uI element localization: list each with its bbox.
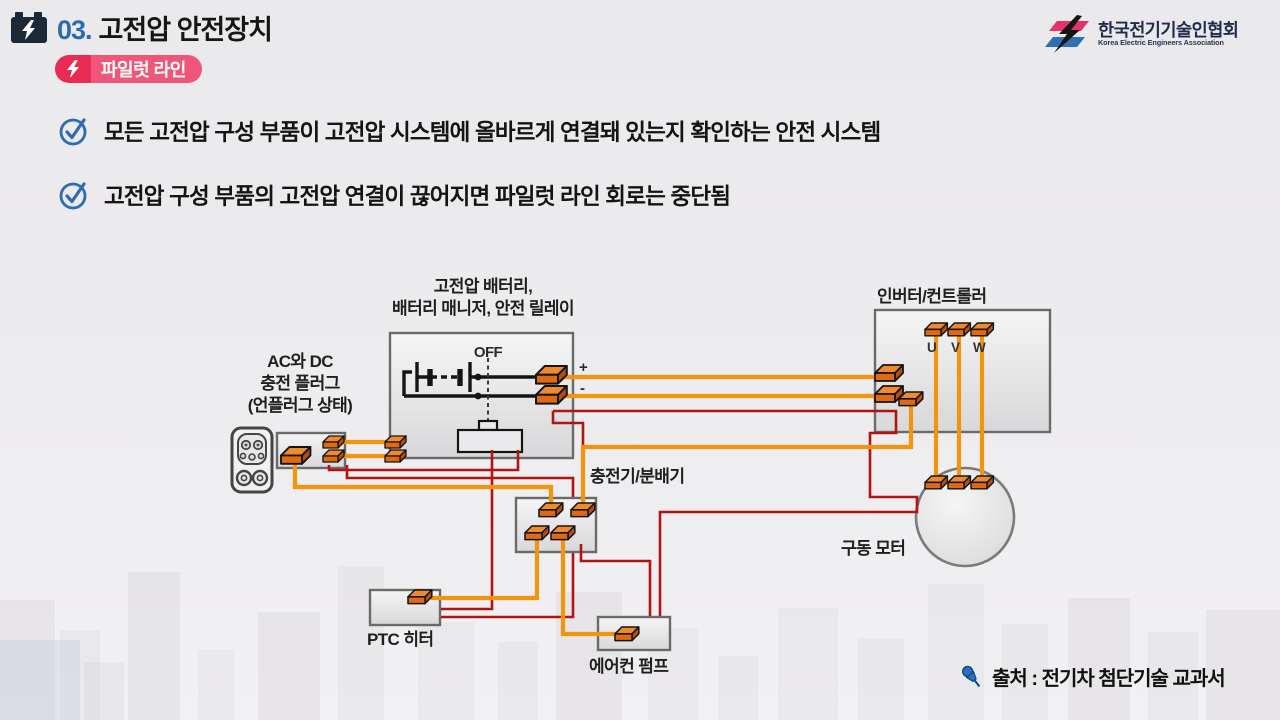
pilot-wire-plug-to-manager	[327, 450, 520, 472]
battery-box-label: 고전압 배터리, 배터리 매니저, 안전 릴레이	[392, 277, 575, 318]
battery-manager-box	[456, 428, 524, 454]
relay-off-label: OFF	[473, 344, 503, 361]
bolt-icon	[55, 55, 91, 83]
plus-terminal-label: +	[579, 359, 588, 376]
pilot-wire-aircon-motor-inverter-battery	[553, 409, 919, 616]
inverter-label: 인버터/컨트롤러	[877, 287, 987, 306]
relay-tab	[477, 419, 499, 432]
header: 03.고전압 안전장치	[10, 8, 273, 47]
source-text: 출처 : 전기차 첨단기술 교과서	[992, 668, 1226, 690]
phase-v-label: V	[951, 340, 961, 355]
pushpin-icon	[961, 665, 981, 687]
plug-label: AC와 DC 충전 플러그 (언플러그 상태)	[247, 352, 353, 415]
pilot-wire-manager-to-ptc	[441, 450, 494, 611]
slide-title-text: 고전압 안전장치	[98, 15, 273, 45]
check-circle-icon	[59, 118, 87, 146]
battery-internal-circuit	[402, 358, 545, 454]
bullet-text: 모든 고전압 구성 부품이 고전압 시스템에 올바르게 연결돼 있는지 확인하는…	[104, 120, 881, 145]
hv-power-wires	[292, 336, 985, 637]
phase-w-label: W	[973, 340, 986, 355]
phase-u-label: U	[927, 340, 937, 355]
hv-wire-inverter-to-charger	[580, 402, 914, 505]
topic-badge: 파일럿 라인	[55, 55, 202, 83]
source-citation: 출처 : 전기차 첨단기술 교과서	[960, 662, 1226, 691]
bullet-item-2: 고전압 구성 부품의 고전압 연결이 끊어지면 파일럿 라인 회로는 중단됨	[57, 178, 731, 212]
pilot-wire-charger-to-aircon	[579, 544, 652, 616]
drive-motor-circle	[914, 466, 1016, 568]
battery-icon	[11, 11, 47, 43]
pilot-wire-ptc-to-plug	[345, 465, 575, 619]
page-title: 03.고전압 안전장치	[57, 8, 273, 47]
logo-name-english: Korea Electric Engineers Association	[1098, 38, 1224, 48]
hv-wire-charger-to-aircon	[560, 540, 626, 637]
minus-terminal-label: -	[580, 380, 585, 397]
ptc-heater-label: PTC 히터	[367, 630, 434, 649]
check-circle-icon	[59, 182, 87, 210]
association-logo-icon	[1045, 15, 1089, 53]
hv-wire-charger-to-ptc	[431, 540, 540, 601]
motor-label: 구동 모터	[841, 539, 906, 558]
association-logo: 한국전기기술인협회 Korea Electric Engineers Assoc…	[1044, 14, 1239, 54]
charger-label: 충전기/분배기	[590, 467, 685, 486]
logo-name-korean: 한국전기기술인협회	[1098, 19, 1239, 40]
badge-label: 파일럿 라인	[91, 55, 202, 83]
slide-number: 03.	[57, 15, 93, 45]
charging-plug-icon	[230, 426, 274, 494]
hv-wire-plug-to-charger	[292, 460, 554, 505]
connector-battery-left-2	[384, 449, 407, 463]
aircon-pump-label: 에어컨 펌프	[589, 657, 669, 676]
pilot-line-wires	[327, 409, 919, 616]
bullet-item-1: 모든 고전압 구성 부품이 고전압 시스템에 올바르게 연결돼 있는지 확인하는…	[57, 114, 881, 148]
bullet-text: 고전압 구성 부품의 고전압 연결이 끊어지면 파일럿 라인 회로는 중단됨	[104, 184, 731, 209]
